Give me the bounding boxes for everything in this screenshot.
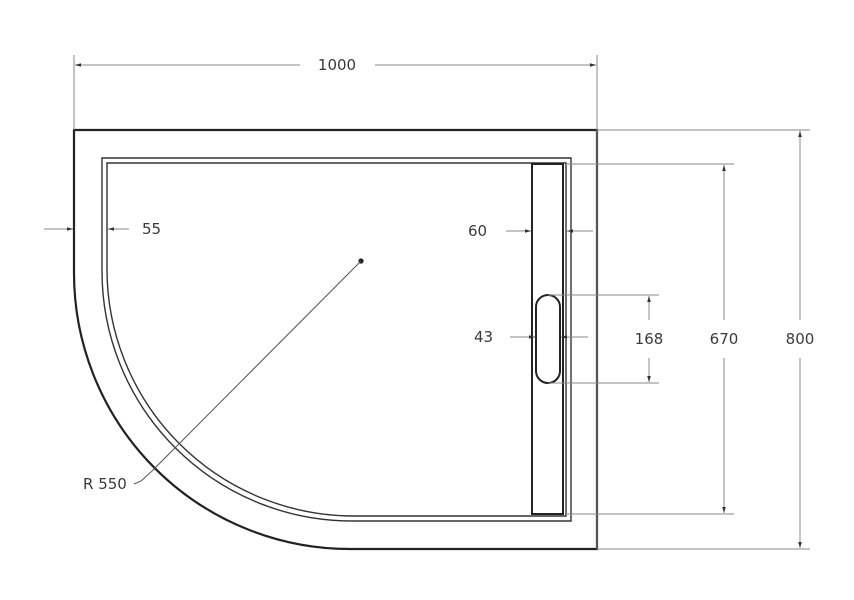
- dimension-inner-depth: [566, 163, 734, 515]
- inner-rim: [101, 157, 572, 522]
- drain-channel: [531, 163, 564, 515]
- label-inner-depth: 670: [710, 330, 739, 348]
- dimension-width: [73, 55, 598, 549]
- label-channel: 60: [468, 222, 487, 240]
- label-radius: R 550: [83, 475, 127, 493]
- label-slot-width: 43: [474, 328, 493, 346]
- drain-slot: [535, 294, 561, 384]
- label-slot-length: 168: [635, 330, 664, 348]
- dimension-depth: [597, 129, 810, 550]
- dimension-slot-length: [548, 294, 659, 384]
- label-width: 1000: [318, 56, 356, 74]
- label-rim: 55: [142, 220, 161, 238]
- radius-leader: [133, 258, 364, 485]
- label-depth: 800: [786, 330, 815, 348]
- tray-outline: [72, 128, 599, 551]
